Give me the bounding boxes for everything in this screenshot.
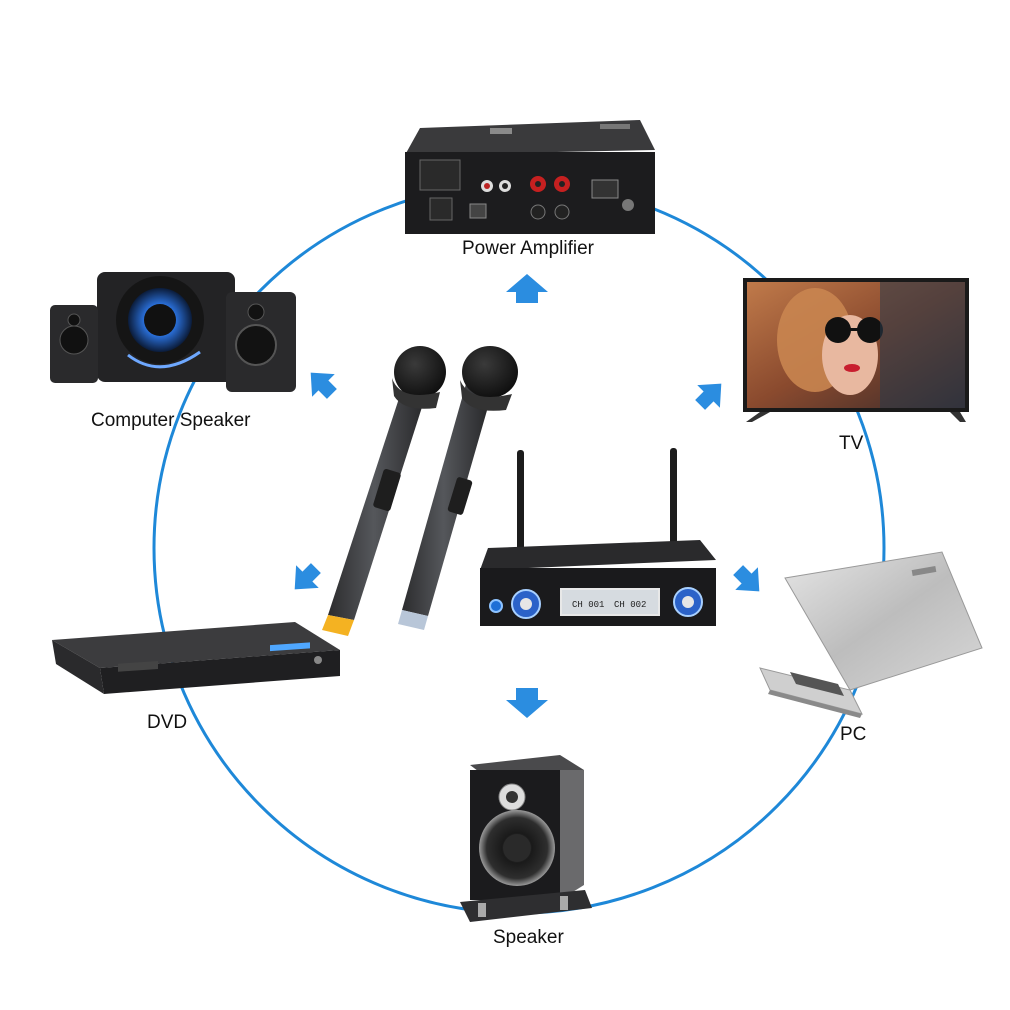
arrow-up-icon: [506, 274, 548, 303]
label-power-amplifier: Power Amplifier: [462, 238, 594, 259]
display-ch2: CH 002: [614, 600, 646, 610]
tv-device: [743, 278, 969, 422]
label-pc: PC: [840, 724, 867, 745]
label-computer-speaker: Computer Speaker: [91, 410, 251, 431]
microphone-left: [322, 346, 446, 636]
pc-device: [759, 551, 983, 718]
arrow-up-right-icon: [695, 383, 722, 410]
computer-speaker-device: [50, 272, 296, 392]
microphone-right: [398, 346, 518, 630]
arrow-down-icon: [506, 688, 548, 718]
wireless-receiver-device: CH 001 CH 002: [480, 448, 716, 626]
arrow-up-left-icon: [310, 372, 337, 399]
label-speaker: Speaker: [493, 927, 564, 948]
label-dvd: DVD: [147, 712, 188, 733]
speaker-device: [460, 755, 592, 922]
display-ch1: CH 001: [572, 600, 604, 610]
dvd-device: [52, 622, 340, 694]
label-tv: TV: [839, 433, 864, 454]
power-amplifier-device: [405, 120, 655, 234]
arrow-down-right-icon: [733, 565, 760, 592]
arrow-down-left-icon: [294, 563, 321, 590]
